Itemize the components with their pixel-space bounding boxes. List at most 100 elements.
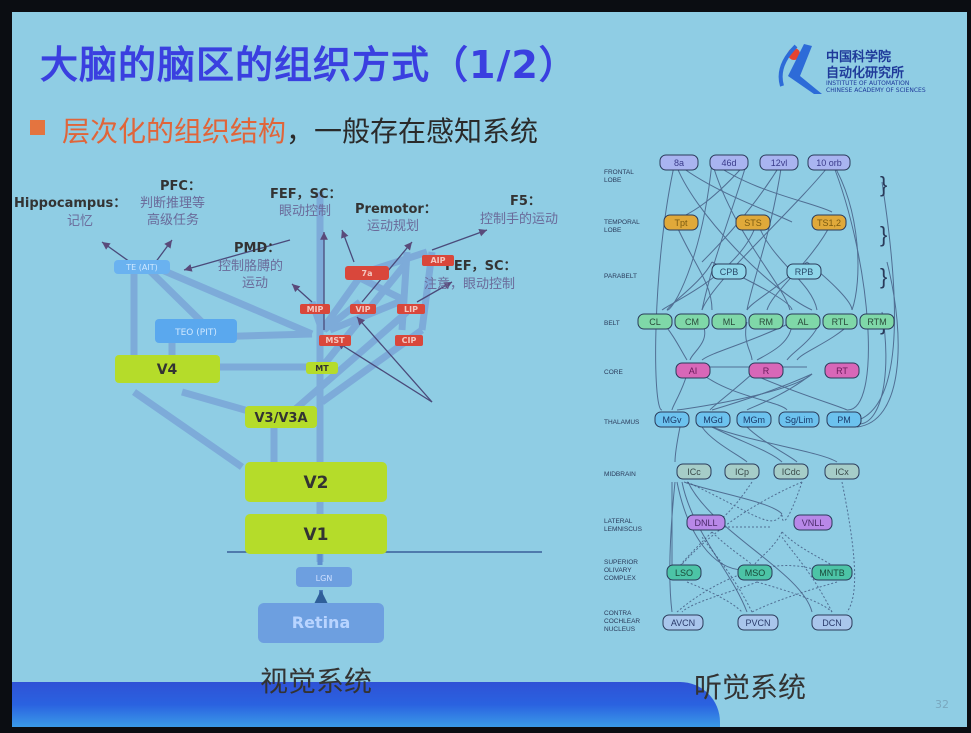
node-icc: ICc: [676, 463, 712, 480]
node-rt: RT: [824, 362, 860, 379]
node-mgm: MGm: [736, 411, 772, 428]
svg-text:RT: RT: [836, 366, 848, 376]
annotation-premotor-desc: 运动规划: [367, 219, 419, 234]
subtitle-highlight: 层次化的组织结构: [62, 115, 287, 148]
brace-icon: }: [880, 264, 887, 289]
node-mntb: MNTB: [811, 564, 853, 581]
annotation-pfc-title: PFC：: [160, 179, 201, 194]
svg-text:10 orb: 10 orb: [816, 158, 842, 168]
svg-text:RTL: RTL: [832, 317, 849, 327]
node-7a: 7a: [345, 266, 389, 280]
node-12vl: 12vl: [759, 154, 799, 171]
annotation-pmd-desc-2: 运动: [242, 276, 268, 291]
node-r: R: [748, 362, 784, 379]
logo-en-lines: INSTITUTE OF AUTOMATION CHINESE ACADEMY …: [826, 80, 926, 94]
logo-en-line2: CHINESE ACADEMY OF SCIENCES: [826, 87, 926, 94]
casia-logo: 中国科学院 自动化研究所 INSTITUTE OF AUTOMATION CHI…: [774, 36, 954, 100]
node-mgv: MGv: [654, 411, 690, 428]
row-label-parabelt: PARABELT: [604, 273, 637, 280]
svg-text:MGd: MGd: [703, 415, 723, 425]
node-icp: ICp: [724, 463, 760, 480]
node-rtl: RTL: [822, 313, 858, 330]
visual-system-caption: 视觉系统: [260, 665, 373, 698]
svg-text:MGm: MGm: [743, 415, 765, 425]
row-label-thalamus: THALAMUS: [604, 419, 640, 426]
node-mip: MIP: [300, 304, 330, 314]
logo-en-line1: INSTITUTE OF AUTOMATION: [826, 80, 910, 87]
annotation-f5-title: F5：: [510, 194, 541, 209]
svg-text:V1: V1: [304, 525, 329, 545]
node-mst: MST: [319, 335, 351, 346]
svg-text:MT: MT: [315, 364, 329, 373]
casia-logo-icon: [778, 44, 822, 94]
node-46d: 46d: [709, 154, 749, 171]
visual-system-diagram: Hippocampus： PFC： FEF，SC： Premotor： F5： …: [14, 179, 558, 643]
node-ai: AI: [675, 362, 711, 379]
svg-text:LIP: LIP: [404, 305, 418, 314]
annotation-pmd-title: PMD：: [234, 241, 280, 256]
row-label-core: CORE: [604, 369, 623, 376]
svg-text:MNTB: MNTB: [819, 568, 845, 578]
svg-text:LGN: LGN: [316, 574, 333, 583]
svg-text:TE (AIT): TE (AIT): [125, 263, 157, 272]
svg-text:MIP: MIP: [307, 305, 324, 314]
svg-text:V2: V2: [304, 473, 329, 493]
node-icdc: ICdc: [773, 463, 809, 480]
svg-text:LSO: LSO: [675, 568, 693, 578]
node-rpb: RPB: [786, 263, 822, 280]
svg-text:DNLL: DNLL: [694, 518, 717, 528]
svg-text:Sg/Lim: Sg/Lim: [785, 415, 813, 425]
page-number: 32: [935, 698, 949, 711]
svg-text:MSO: MSO: [745, 568, 766, 578]
annotation-hippocampus-desc: 记忆: [67, 213, 93, 229]
footer-decorative-bar: [12, 682, 720, 727]
svg-text:ICc: ICc: [687, 467, 701, 477]
node-sglim: Sg/Lim: [778, 411, 820, 428]
node-cip: CIP: [395, 335, 423, 346]
brace-icon: }: [880, 172, 887, 197]
node-cpb: CPB: [711, 263, 747, 280]
svg-text:TEO (PIT): TEO (PIT): [174, 328, 217, 338]
annotation-hippocampus-title: Hippocampus：: [14, 196, 126, 211]
svg-text:R: R: [763, 366, 770, 376]
svg-text:VIP: VIP: [355, 305, 370, 314]
svg-text:Retina: Retina: [292, 613, 351, 632]
logo-cn-line2: 自动化研究所: [826, 66, 905, 81]
svg-text:AI: AI: [689, 366, 698, 376]
svg-text:46d: 46d: [721, 158, 736, 168]
svg-text:12vl: 12vl: [771, 158, 788, 168]
node-pvcn: PVCN: [737, 614, 779, 631]
svg-text:7a: 7a: [362, 269, 373, 278]
svg-text:VNLL: VNLL: [802, 518, 825, 528]
node-lso: LSO: [666, 564, 702, 581]
annotation-f5-desc: 控制手的运动: [480, 211, 558, 227]
annotation-pmd-desc-1: 控制胳膊的: [218, 258, 283, 274]
svg-text:MST: MST: [325, 336, 345, 345]
row-label-belt: BELT: [604, 320, 620, 327]
row-label-midbrain: MIDBRAIN: [604, 471, 636, 478]
node-pm: PM: [826, 411, 862, 428]
node-mso: MSO: [737, 564, 773, 581]
subtitle-rest: ，一般存在感知系统: [286, 115, 539, 148]
slide: 大脑的脑区的组织方式（1/2） 中国科学院 自动化研究所 INSTITUTE O…: [12, 12, 967, 727]
node-v2: V2: [245, 462, 387, 502]
svg-text:AVCN: AVCN: [671, 618, 695, 628]
node-icx: ICx: [824, 463, 860, 480]
annotation-fef-sc-attention-title: FEF，SC：: [445, 259, 517, 274]
visual-annotation-descs: 记忆 判断推理等 高级任务 眼动控制 运动规划 控制手的运动 控制胳膊的 运动 …: [67, 195, 558, 292]
svg-text:Tpt: Tpt: [674, 218, 688, 228]
node-mgd: MGd: [695, 411, 731, 428]
svg-text:RPB: RPB: [795, 267, 814, 277]
node-lgn: LGN: [296, 567, 352, 587]
node-v3-v3a: V3/V3A: [245, 406, 317, 428]
svg-text:ML: ML: [723, 317, 736, 327]
svg-text:CIP: CIP: [402, 336, 417, 345]
svg-text:CL: CL: [649, 317, 661, 327]
svg-text:ICp: ICp: [735, 467, 749, 477]
brace-icon: }: [880, 222, 887, 247]
hierarchy-braces: } } } }: [880, 172, 887, 335]
